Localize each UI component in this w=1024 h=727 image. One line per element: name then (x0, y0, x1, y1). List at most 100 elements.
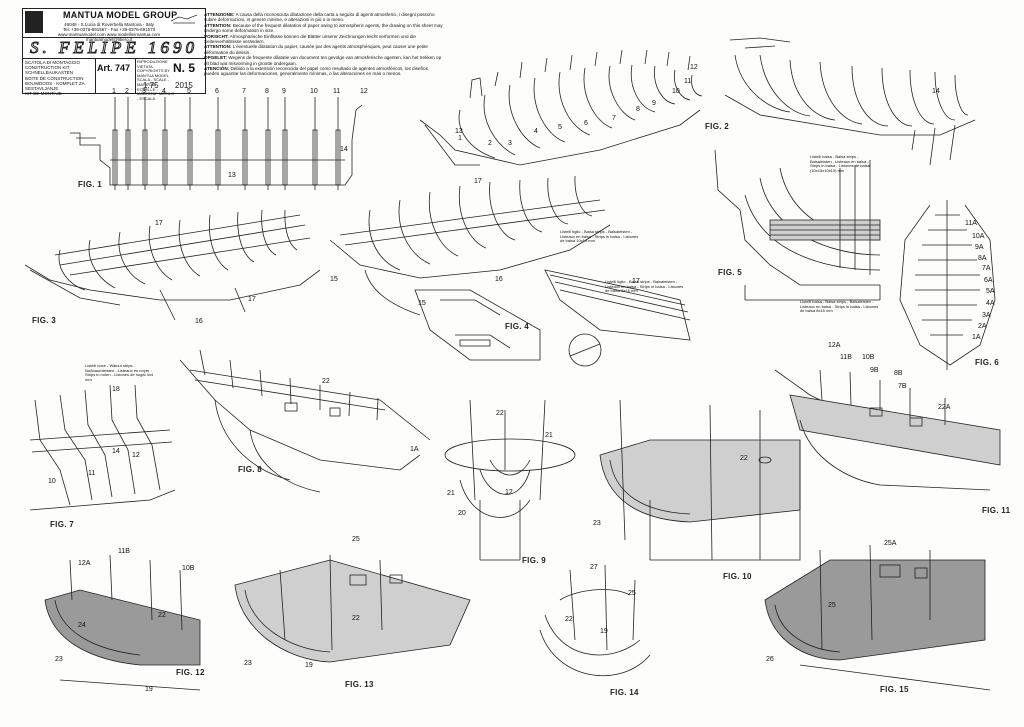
fig4-strip-callout: Listelli tiglio - Balsa strips - Balsale… (560, 229, 639, 243)
fig9-part-number: 22 (496, 410, 504, 417)
fig14-part-number: 27 (590, 564, 598, 571)
fig1-frame-number: 12 (360, 88, 368, 95)
fig9-part-number: 12 (505, 489, 513, 496)
warning-en: ATTENTION: Because of the frequent dilat… (204, 22, 443, 34)
fig6-part-number: 6A (984, 277, 993, 284)
fig6-part-number: 10A (972, 233, 985, 240)
paper-dilatation-warnings: ATTENZIONE: A causa della riconosciuta d… (204, 12, 444, 77)
fig11-part-number: 12A (828, 342, 841, 349)
fig11-part-number: 7B (898, 383, 907, 390)
title-block: MANTUA MODEL GROUP 46048 - S.Lucia di Ro… (22, 8, 206, 101)
fig7-part-number: 18 (112, 386, 120, 393)
fig9-stern-detail (444, 399, 576, 561)
fig14-part-number: 22 (565, 616, 573, 623)
fig11-part-number: 10B (862, 354, 875, 361)
fig5-bow-strips (714, 149, 881, 301)
year: 2015 (175, 81, 193, 90)
fig7-label: FIG. 7 (50, 520, 75, 529)
fig6-part-number: 3A (982, 312, 991, 319)
fig15-part-number: 25 (828, 602, 836, 609)
kit-line: BOITE DE CONSTRUCTION (25, 75, 84, 81)
fig11-part-number: 22A (938, 404, 951, 411)
fig13-label: FIG. 13 (345, 680, 374, 689)
fig15-stern-poop (764, 544, 991, 691)
fig8-hull-deck-beams (179, 349, 431, 493)
divider (95, 59, 96, 93)
fig1-frame-number: 8 (265, 88, 269, 95)
fig4-label: FIG. 4 (505, 322, 530, 331)
fig11-part-number: 9B (870, 367, 879, 374)
fig12-part-number: 23 (55, 656, 63, 663)
fig13-part-number: 23 (244, 660, 252, 667)
fig9-part-number: 21 (447, 490, 455, 497)
fig2-part-number: 3 (508, 140, 512, 147)
fig1-frame-number: 9 (282, 88, 286, 95)
title-block-details: SCATOLA DI MONTAGGIO CONSTRUCTION KIT SC… (23, 59, 205, 101)
fig12-part-number: 19 (145, 686, 153, 693)
fig13-stern-upper-deck (234, 554, 471, 663)
fig1-frame-number: 7 (242, 88, 246, 95)
fig3-hull-frames (24, 209, 321, 321)
fig5-strip-callout: Listelli balsa - Balsa strips - Balsalei… (810, 154, 870, 173)
fig2-part-number: 10 (672, 88, 680, 95)
fig6-part-number: 7A (982, 265, 991, 272)
fig2-part-number: 12 (690, 64, 698, 71)
fig2-frames-left (419, 49, 703, 166)
fig4-part-number: 16 (495, 276, 503, 283)
phone-line: Tel. +39-0376-691567 - Fax +39-0376-6915… (62, 27, 156, 32)
fig4-part-number: 15 (330, 276, 338, 283)
fig3-part-number: 16 (195, 318, 203, 325)
scale-value: 1:75 (143, 81, 159, 90)
warning-fr: ATTENTION: L'éventuelle dilatation du pa… (204, 44, 428, 55)
kit-line: BOUWDOOS - KOMPLET ZA SESTAVLJANJE (25, 80, 85, 92)
fig2-label: FIG. 2 (705, 122, 730, 131)
fig2-part-number: 9 (652, 100, 656, 107)
fig14-part-number: 19 (600, 628, 608, 635)
fig9-part-number: 20 (458, 510, 466, 517)
fig6-part-number: 9A (975, 244, 984, 251)
ship-name: S. FELIPE 1690 (23, 38, 205, 59)
fig14-label: FIG. 14 (610, 688, 639, 697)
web-line: www.mantuamodel.com www.modellinimantua.… (57, 32, 161, 42)
fig6-part-number: 1A (972, 334, 981, 341)
reproduction-line: RIPRODUZIONE VIETATA (137, 59, 168, 69)
fig8-label: FIG. 8 (238, 465, 263, 474)
copyright-line: COPYRIGHTS BY MANTUA MODEL (137, 68, 170, 78)
fig15-part-number: 26 (766, 656, 774, 663)
fig1-frame-number: 4 (162, 88, 166, 95)
fig6-front-frames (899, 200, 996, 370)
fig1-frame-number: 5 (187, 88, 191, 95)
fig3-part-number: 17 (155, 220, 163, 227)
fig2-part-number: 8 (636, 106, 640, 113)
fig13-part-number: 25 (352, 536, 360, 543)
fig8-part-number: 1A (410, 446, 419, 453)
fig12-part-number: 10B (182, 565, 195, 572)
sheet-number: N. 5 (173, 61, 196, 75)
ship-emblem-icon (170, 14, 198, 24)
fig4-strip2-callout: Listelli tiglio - Balsa strips - Balsale… (605, 279, 684, 293)
reproduction-notice: RIPRODUZIONE VIETATA COPYRIGHTS BY MANTU… (137, 59, 175, 101)
fig1-label: FIG. 1 (78, 180, 103, 189)
fig12-part-number: 24 (78, 622, 86, 629)
fig1-keel-number: 13 (228, 172, 236, 179)
fig6-part-number: 4A (986, 300, 995, 307)
fig1-frame-number: 1 (112, 88, 116, 95)
fig2-part-number: 13 (455, 128, 463, 135)
mantua-logo (25, 11, 43, 33)
article-number: Art. 747 (97, 63, 131, 73)
kit-line: SCHNELLBAUKASTEN (25, 70, 74, 76)
fig15-part-number: 25A (884, 540, 897, 547)
fig1-frame-number: 6 (215, 88, 219, 95)
kit-line: KIT DE MONTAJE (25, 91, 62, 97)
title-block-header: MANTUA MODEL GROUP 46048 - S.Lucia di Ro… (23, 9, 205, 42)
kit-type-list: SCATOLA DI MONTAGGIO CONSTRUCTION KIT SC… (25, 60, 95, 96)
fig10-label: FIG. 10 (723, 572, 752, 581)
fig3-part-number: 17 (248, 296, 256, 303)
fig1-frame-number: 3 (142, 88, 146, 95)
fig11-bow-deck (774, 369, 1001, 491)
fig7-part-number: 12 (132, 452, 140, 459)
company-name: MANTUA MODEL GROUP (63, 10, 178, 20)
fig12-label: FIG. 12 (176, 668, 205, 677)
